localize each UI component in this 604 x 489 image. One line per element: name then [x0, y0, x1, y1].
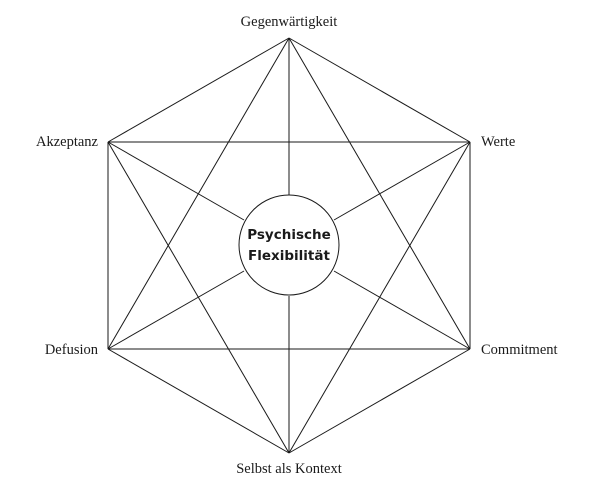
spoke-lower-right — [333, 270, 471, 350]
node-label-upper-left: Akzeptanz — [36, 134, 99, 150]
edge-upper-left-top — [107, 37, 290, 143]
spoke-lower-left — [107, 270, 245, 350]
node-label-lower-left: Defusion — [45, 342, 99, 358]
center-circle — [238, 194, 340, 296]
spokes — [107, 38, 471, 453]
spoke-upper-right — [333, 141, 471, 221]
node-label-top: Gegenwärtigkeit — [241, 14, 338, 30]
star-lines — [107, 37, 471, 454]
node-label-upper-right: Werte — [481, 134, 515, 150]
spoke-upper-left — [107, 141, 245, 221]
line-bottom-upper-right — [288, 141, 471, 454]
line-bottom-upper-left — [107, 141, 290, 454]
edge-bottom-lower-left — [107, 348, 290, 454]
line-top-lower-left — [107, 37, 290, 350]
hexagon-outline — [107, 37, 471, 454]
edge-lower-right-bottom — [288, 348, 471, 454]
node-label-lower-right: Commitment — [481, 342, 558, 358]
node-label-bottom: Selbst als Kontext — [236, 461, 342, 477]
center-label-line1: Psychische — [247, 227, 331, 243]
line-top-lower-right — [288, 37, 471, 350]
edge-top-upper-right — [288, 37, 471, 143]
center-label-line2: Flexibilität — [248, 248, 330, 264]
